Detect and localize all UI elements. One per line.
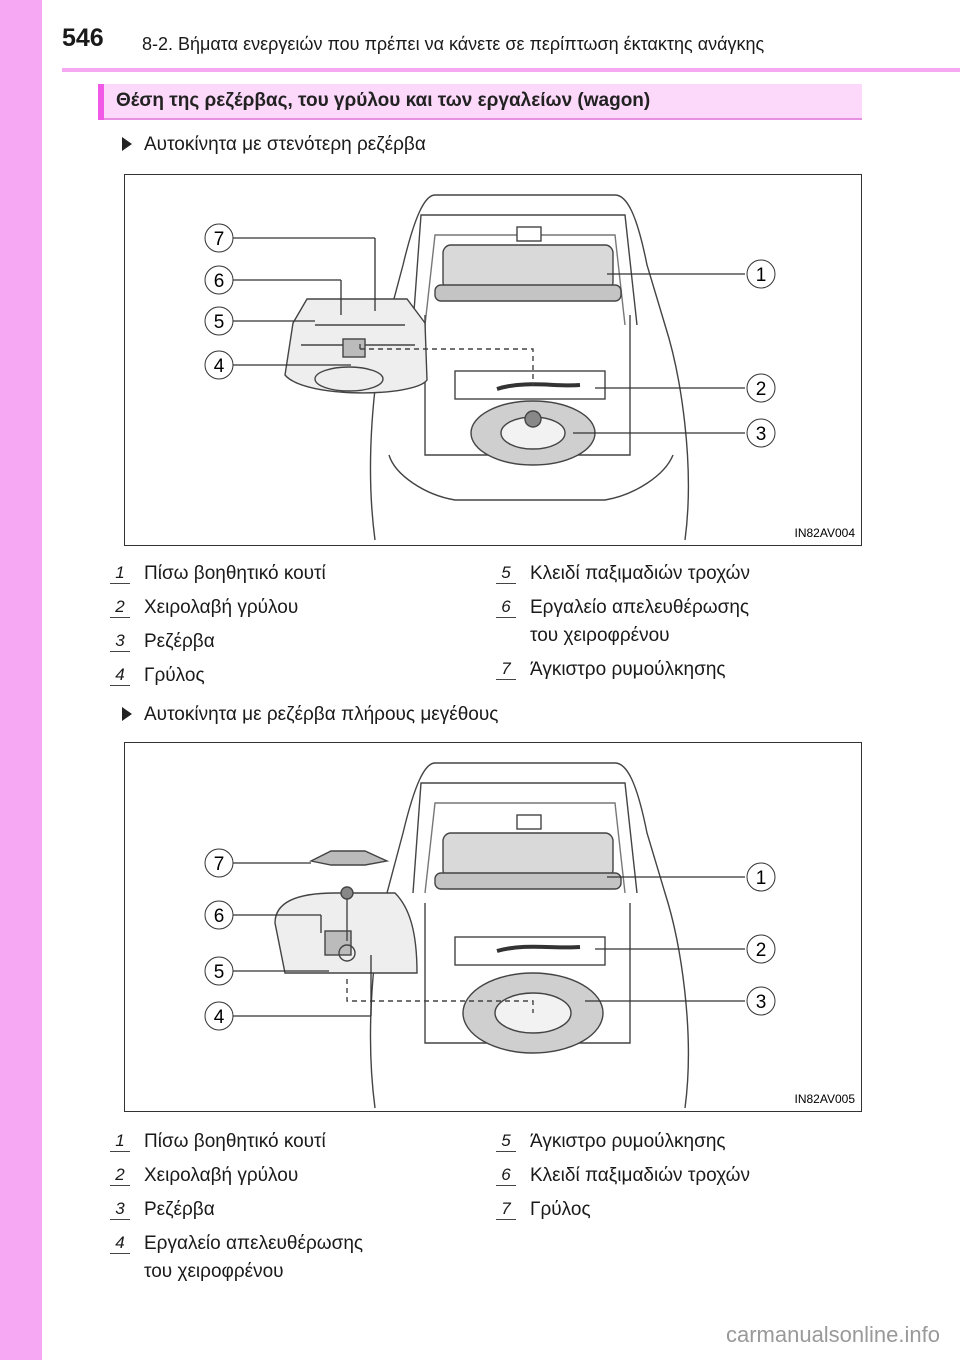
callout-2: 2 <box>756 940 767 961</box>
figure1-svg: 7 6 5 4 1 2 3 IN82AV004 <box>204 194 856 541</box>
header-rule <box>62 68 960 72</box>
callout-6: 6 <box>214 271 225 292</box>
watermark: carmanualsonline.info <box>725 1322 940 1347</box>
callout-1: 1 <box>756 868 767 889</box>
callout-7: 7 <box>214 229 225 250</box>
callout-5: 5 <box>214 962 225 983</box>
figure2-code: IN82AV005 <box>795 1092 856 1106</box>
callout-7: 7 <box>214 854 225 875</box>
callout-3: 3 <box>756 424 767 445</box>
chapter-side-tab <box>0 0 42 1360</box>
running-head: 8-2. Βήματα ενεργειών που πρέπει να κάνε… <box>142 34 765 54</box>
section-bar-accent <box>98 84 104 120</box>
bullet-triangle-icon <box>122 707 132 721</box>
figure1-code: IN82AV004 <box>795 526 856 540</box>
bullet-triangle-icon <box>122 137 132 151</box>
callout-2: 2 <box>756 379 767 400</box>
callout-3: 3 <box>756 992 767 1013</box>
figure1-illustration: 7 6 5 4 1 2 3 IN82AV004 <box>124 174 862 546</box>
figure1-subheading: Αυτοκίνητα με στενότερη ρεζέρβα <box>122 134 426 156</box>
page-number: 546 <box>62 24 104 52</box>
callout-4: 4 <box>214 1007 225 1028</box>
callout-1: 1 <box>756 265 767 286</box>
figure2-subheading: Αυτοκίνητα με ρεζέρβα πλήρους μεγέθους <box>122 704 498 726</box>
callout-4: 4 <box>214 356 225 377</box>
section-bar: Θέση της ρεζέρβας, του γρύλου και των ερ… <box>98 84 862 120</box>
section-title: Θέση της ρεζέρβας, του γρύλου και των ερ… <box>116 90 651 111</box>
callout-5: 5 <box>214 312 225 333</box>
figure2-illustration: 7 6 5 4 1 2 3 IN82AV005 <box>124 742 862 1112</box>
figure2-svg: 7 6 5 4 1 2 3 IN82AV005 <box>204 762 856 1109</box>
callout-6: 6 <box>214 906 225 927</box>
